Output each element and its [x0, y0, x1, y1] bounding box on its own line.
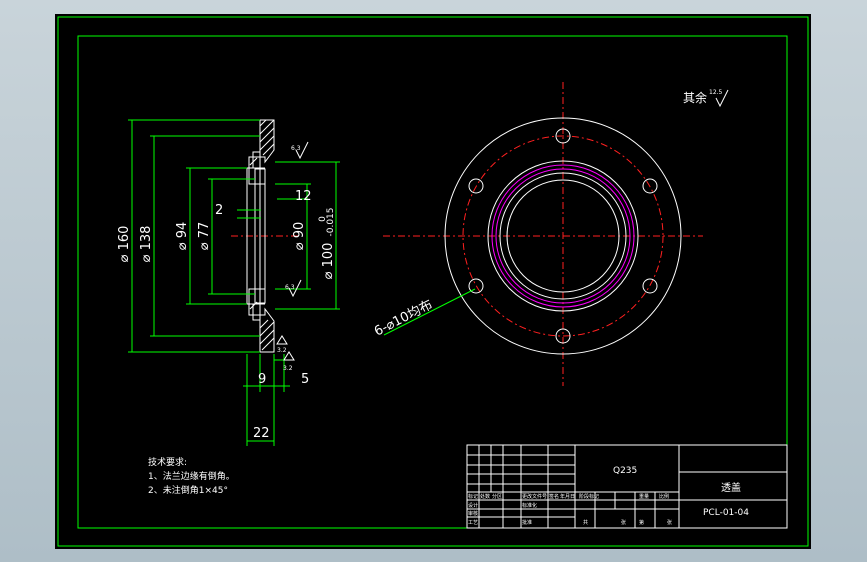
section-hatch — [249, 119, 275, 351]
tb-row-a-1: 处数 — [480, 493, 490, 500]
tb-row-b-1: 标准化 — [522, 502, 537, 509]
tb-row-d-2: 共 — [583, 519, 588, 526]
dim-d100-tol-upper: 0 — [318, 216, 328, 222]
roughness-value: 3.2 — [283, 365, 293, 372]
tech-notes-title: 技术要求: — [148, 456, 187, 468]
part-name: 透盖 — [721, 481, 741, 494]
roughness-value: 3.2 — [277, 347, 287, 354]
bolt-hole — [555, 128, 571, 144]
length-dimension-lines — [243, 354, 290, 446]
seal-groove — [254, 168, 266, 304]
bore-edge-circle — [499, 172, 627, 300]
tb-row-b-3: 重量 — [639, 493, 649, 500]
tb-row-b-4: 比例 — [659, 493, 669, 500]
outer-border — [57, 16, 809, 547]
bolt-holes — [468, 128, 658, 344]
tb-row-d-0: 工艺 — [468, 520, 478, 526]
dim-9: 9 — [258, 372, 266, 387]
diameter-dimension-lines — [128, 119, 340, 353]
roughness-value: 6.3 — [291, 145, 301, 152]
tb-row-d-5: 张 — [667, 519, 672, 526]
boss-circle — [487, 160, 639, 312]
front-view: 6-⌀10均布 — [372, 82, 703, 386]
roughness-symbols: 6.3 6.3 3.2 3.2 — [276, 141, 309, 372]
section-view: ⌀ 160 ⌀ 138 ⌀ 94 ⌀ 77 ⌀ 90 ⌀ 100 0 -0.01… — [117, 119, 340, 446]
inner-border — [77, 35, 788, 529]
tb-row-d-1: 批准 — [522, 519, 532, 526]
tech-notes: 技术要求: 1、法兰边缘有倒角。 2、未注倒角1×45° — [148, 456, 235, 496]
material: Q235 — [613, 466, 637, 476]
dim-d90: ⌀ 90 — [292, 222, 307, 251]
dim-d138: ⌀ 138 — [139, 226, 154, 263]
bolt-hole — [555, 328, 571, 344]
tb-row-d-3: 张 — [621, 519, 626, 526]
title-block-frame — [466, 444, 788, 529]
drawing-sheet: ⌀ 160 ⌀ 138 ⌀ 94 ⌀ 77 ⌀ 90 ⌀ 100 0 -0.01… — [57, 16, 809, 547]
tb-row-a-2: 分区 — [492, 493, 502, 500]
tb-row-c-0: 审核 — [468, 510, 478, 517]
drawing-number: PCL-01-04 — [703, 508, 749, 518]
dim-5: 5 — [301, 372, 309, 387]
tb-row-d-4: 第 — [639, 519, 644, 526]
tb-row-b-2: 阶段标记 — [579, 493, 599, 500]
bolt-hole — [642, 278, 658, 294]
bolt-hole — [468, 278, 484, 294]
hole-leader — [383, 288, 476, 336]
hole-callout: 6-⌀10均布 — [372, 297, 435, 339]
thread-circle — [491, 164, 635, 308]
dim-12: 12 — [295, 189, 312, 204]
tech-notes-line2: 2、未注倒角1×45° — [148, 484, 228, 496]
dim-22: 22 — [253, 426, 270, 441]
dim-d94: ⌀ 94 — [175, 222, 190, 251]
bore-circle — [506, 179, 620, 293]
title-block: Q235 透盖 PCL-01-04 标记 处数 分区 更改文件号 签名 年月日 … — [466, 444, 788, 529]
dim-d100-tol-lower: -0.015 — [326, 207, 336, 236]
bolt-circle — [462, 135, 664, 337]
dim-d77: ⌀ 77 — [197, 222, 212, 251]
dim-d100: ⌀ 100 — [321, 243, 336, 280]
dim-d160: ⌀ 160 — [117, 226, 132, 263]
dim-2: 2 — [215, 203, 223, 218]
rest-roughness-symbol — [715, 89, 729, 108]
bolt-hole — [642, 178, 658, 194]
tb-row-a-5: 年月日 — [560, 493, 575, 500]
tb-row-a-4: 签名 — [549, 493, 559, 500]
rest-roughness-label: 其余 — [683, 90, 707, 105]
tech-notes-line1: 1、法兰边缘有倒角。 — [148, 470, 235, 482]
tb-row-a-0: 标记 — [468, 493, 478, 500]
tb-row-b-0: 设计 — [468, 502, 478, 509]
rest-roughness-value: 12.5 — [709, 89, 723, 96]
cad-viewport[interactable]: ⌀ 160 ⌀ 138 ⌀ 94 ⌀ 77 ⌀ 90 ⌀ 100 0 -0.01… — [55, 14, 811, 549]
roughness-value: 6.3 — [285, 284, 295, 291]
bolt-hole — [468, 178, 484, 194]
tb-row-a-3: 更改文件号 — [522, 493, 547, 500]
rest-roughness-note: 其余 12.5 — [683, 89, 729, 108]
title-block-grid — [467, 445, 787, 528]
thread-circle-inner — [495, 168, 631, 304]
flange-outer-circle — [444, 117, 682, 355]
